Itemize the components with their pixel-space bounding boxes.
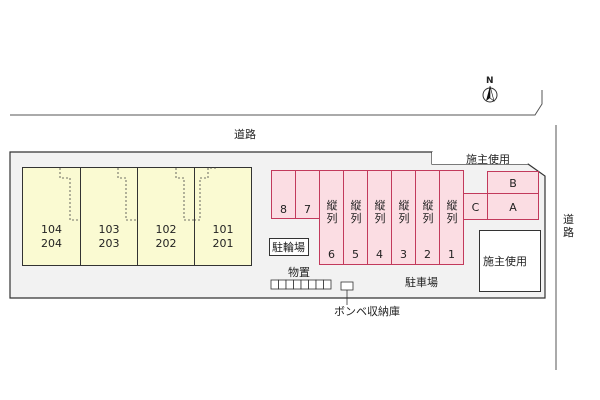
unit-lower-number: 201	[212, 237, 234, 250]
parking-space-b: B	[487, 171, 539, 194]
unit-lower-number: 203	[98, 237, 120, 250]
storage-label: 物置	[288, 266, 310, 279]
storage-sheds	[270, 279, 332, 290]
owner-use-box: 施主使用	[479, 230, 541, 292]
parking-space-3: 縦列 3	[391, 170, 416, 265]
bike-parking-box: 駐輪場	[269, 238, 309, 256]
unit-103-203: 103 203	[80, 167, 138, 266]
parking-space-2: 縦列 2	[415, 170, 440, 265]
north-label: N	[486, 76, 494, 86]
parking-space-6: 縦列 6	[319, 170, 344, 265]
parking-space-4: 縦列 4	[367, 170, 392, 265]
unit-101-201: 101 201	[194, 167, 252, 266]
owner-use-strip	[432, 152, 528, 164]
parking-space-8: 8	[271, 170, 296, 219]
parking-space-c: C	[463, 193, 488, 220]
unit-upper-number: 101	[212, 223, 234, 236]
gas-storage-box	[340, 281, 354, 291]
unit-lower-number: 202	[155, 237, 177, 250]
unit-upper-number: 103	[98, 223, 120, 236]
bike-parking-label: 駐輪場	[272, 241, 305, 254]
unit-102-202: 102 202	[137, 167, 195, 266]
owner-use-top-label: 施主使用	[466, 153, 510, 166]
gas-storage-label: ボンベ収納庫	[334, 305, 400, 318]
parking-space-a: A	[487, 193, 539, 220]
parking-space-7: 7	[295, 170, 320, 219]
unit-upper-number: 102	[155, 223, 177, 236]
road-edge-line	[10, 90, 543, 116]
road-label-right: 道路	[563, 213, 574, 239]
unit-upper-number: 104	[41, 223, 62, 236]
road-label-top: 道路	[234, 128, 256, 141]
unit-104-204: 104 204	[22, 167, 81, 266]
parking-space-5: 縦列 5	[343, 170, 368, 265]
parking-lot-label: 駐車場	[405, 276, 438, 289]
unit-lower-number: 204	[41, 237, 62, 250]
parking-space-1: 縦列 1	[439, 170, 464, 265]
north-arrow-icon	[482, 85, 498, 103]
owner-use-box-label: 施主使用	[483, 255, 527, 268]
